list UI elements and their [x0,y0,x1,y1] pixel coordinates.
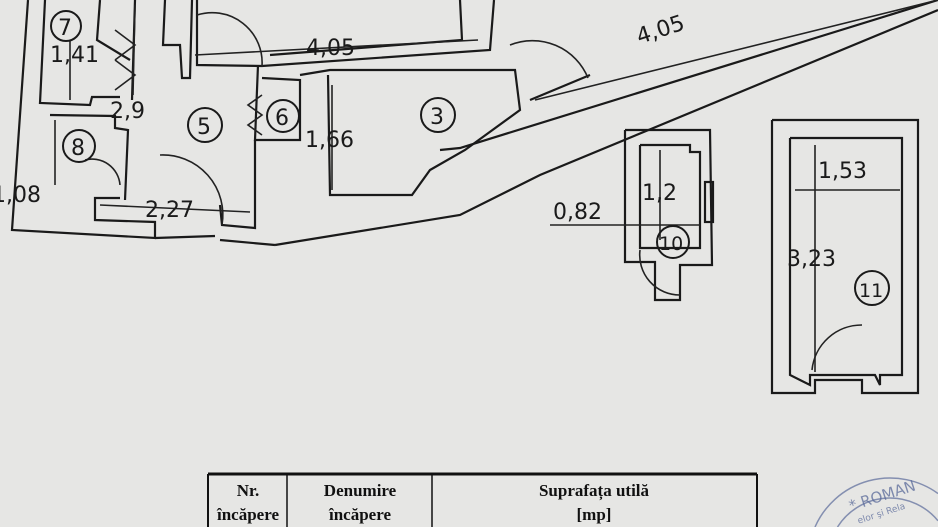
table-header: Suprafața utilă [539,481,650,501]
dimension-label: 1,53 [818,159,867,184]
dimension-lines [54,0,938,372]
walls [10,0,938,247]
room-number: 5 [197,115,211,140]
room-number: 8 [71,136,85,161]
dimension-label: 1,66 [305,128,354,153]
table-header: [mp] [577,505,612,524]
room-number: 11 [859,280,883,302]
room-10-outline [623,128,715,302]
table-header: Nr. [237,481,260,500]
dimension-label: 1,08 [0,183,41,208]
room-labels: 7 5 6 3 8 10 11 [50,10,890,306]
stamp-outer-ring [814,477,938,527]
dimension-label: 3,23 [787,247,836,272]
dimension-label: 4,05 [306,36,355,61]
dimension-label: 2,27 [145,198,194,223]
table-header: Denumire [324,481,397,500]
room-11-outline [770,118,920,395]
room-number: 6 [275,106,289,131]
dimension-label: 4,05 [633,11,687,50]
official-stamp: * ROMAN elor şi Rela [814,477,938,527]
table-header: încăpere [328,505,391,524]
table-header: încăpere [216,505,279,524]
dimension-label: 2,9 [110,99,145,124]
room-number: 10 [659,233,683,255]
area-table: Nr. încăpere Denumire încăpere Suprafața… [207,472,758,527]
dimension-label: 1,41 [50,43,99,68]
room-number: 7 [58,16,72,41]
stamp-inner-ring [836,497,938,527]
room-number: 3 [430,105,444,130]
dimension-label: 1,2 [642,181,677,206]
dimension-label: 0,82 [553,200,602,225]
